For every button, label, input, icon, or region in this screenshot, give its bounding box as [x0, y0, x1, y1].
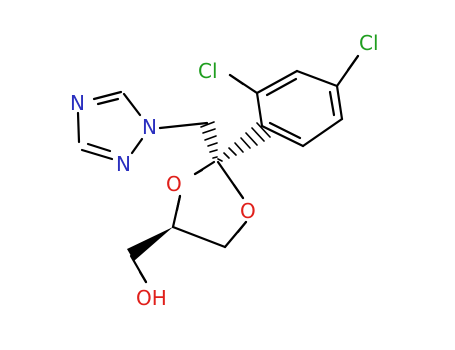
bond-o1-c5-color	[175, 194, 182, 212]
triazole-n2-label: N	[116, 152, 131, 176]
ring-oxygen-3-label: O	[240, 199, 256, 223]
bond-c2-o1-color	[193, 168, 204, 176]
bond-c6-c1-inner	[268, 121, 302, 140]
bond-c2-c3	[255, 69, 299, 95]
bond-c5-c6	[301, 117, 344, 148]
bond-c5-n4	[92, 90, 123, 101]
ring-oxygen-1-label: O	[166, 172, 182, 196]
bond-c4-c5	[335, 84, 344, 121]
stereo-bond-c2-ch2	[200, 121, 218, 159]
bond-c3-n2	[80, 148, 114, 161]
bond-ch2-oh-color	[138, 270, 148, 284]
bond-c6-c1	[260, 124, 305, 148]
bond-c4-cl-color	[346, 54, 360, 72]
hydroxyl-label: OH	[136, 286, 167, 310]
bond-c3-n2-inner	[86, 142, 112, 153]
triazole-n4-label: N	[70, 91, 85, 115]
triazole-n1-label: N	[142, 115, 157, 139]
bond-c2-cl-color	[228, 73, 245, 86]
bond-c4-c5-inner	[328, 90, 336, 117]
stereo-wedge-c5-ch2oh	[127, 227, 173, 261]
bond-c2-c3-inner	[265, 77, 298, 97]
bond-c3-c4	[295, 69, 339, 88]
bond-c4-c5	[171, 225, 227, 249]
chlorine-para-label: Cl	[359, 31, 379, 55]
bond-n2-n1	[130, 137, 144, 155]
bond-ch2-n1	[158, 121, 209, 130]
bond-c5-n4-inner	[96, 97, 120, 106]
bond-layer	[76, 54, 360, 284]
bond-c1-c2	[255, 91, 264, 128]
bond-n1-c5	[122, 92, 142, 117]
stereo-bond-c2-aryl	[217, 122, 271, 162]
bond-c2-o3-color	[232, 183, 245, 200]
atom-labels: Cl Cl N N N O O OH	[70, 31, 379, 310]
bond-o3-c4-color	[236, 220, 248, 234]
chlorine-ortho-label: Cl	[198, 59, 218, 83]
bond-n4-c3	[76, 111, 81, 144]
